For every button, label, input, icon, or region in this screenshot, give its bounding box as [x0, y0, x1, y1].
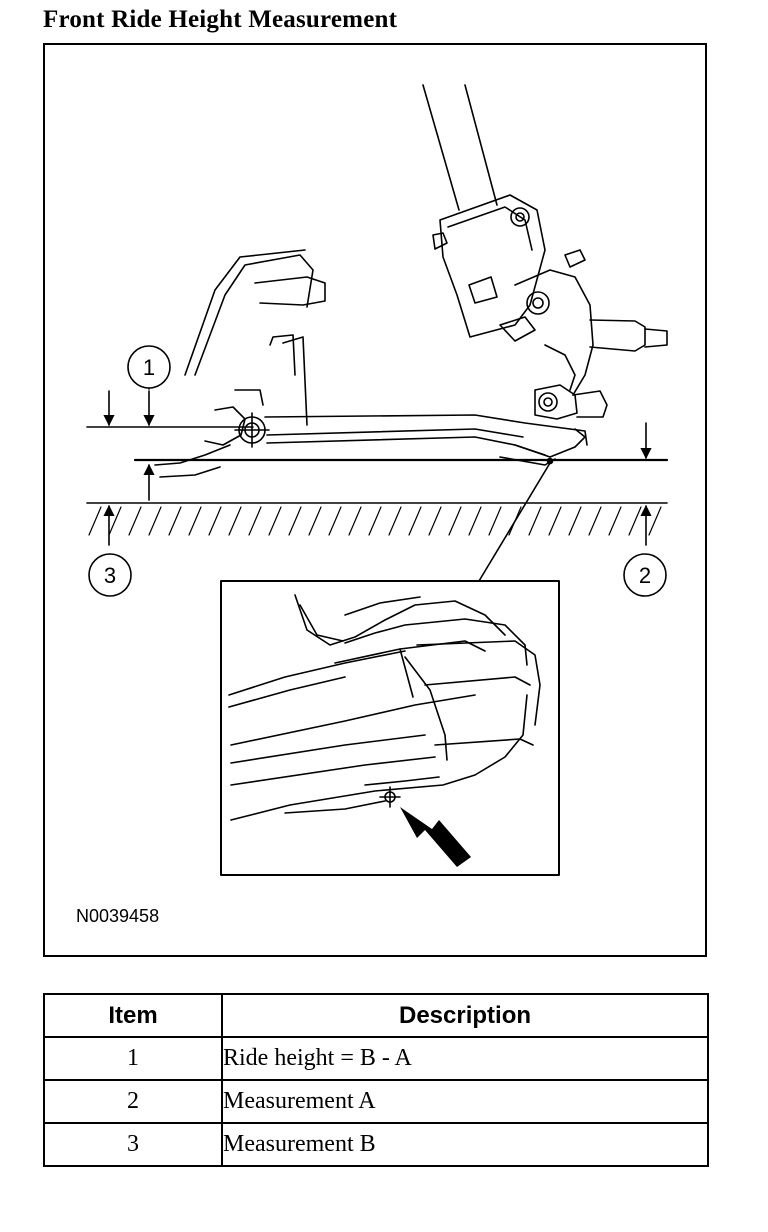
- callout-2: 2: [623, 553, 667, 597]
- legend-item-description: Ride height = B - A: [221, 1036, 709, 1081]
- suspension-drawing: 1 2 3: [86, 84, 669, 876]
- legend-item-number: 1: [43, 1036, 223, 1081]
- detail-inset: [220, 580, 560, 876]
- legend-header-item: Item: [43, 993, 223, 1038]
- svg-text:2: 2: [639, 563, 651, 588]
- callout-3: 3: [88, 553, 132, 597]
- legend-header-row: Item Description: [43, 993, 709, 1038]
- frame-bracket: [154, 249, 326, 478]
- legend-item-number: 3: [43, 1122, 223, 1167]
- pivot-bushing: [234, 412, 270, 448]
- legend-item-description: Measurement B: [221, 1122, 709, 1167]
- table-row: 3 Measurement B: [43, 1122, 709, 1167]
- ride-height-illustration: 1 2 3: [43, 43, 707, 957]
- strut-tube: [422, 84, 498, 211]
- svg-text:3: 3: [104, 563, 116, 588]
- legend-header-description: Description: [221, 993, 709, 1038]
- legend-item-number: 2: [43, 1079, 223, 1124]
- legend-table: Item Description 1 Ride height = B - A 2…: [43, 993, 709, 1167]
- table-row: 2 Measurement A: [43, 1079, 709, 1124]
- leader-line: [478, 462, 551, 582]
- steering-knuckle: [432, 194, 668, 420]
- page-title: Front Ride Height Measurement: [43, 6, 398, 33]
- callout-1: 1: [127, 345, 171, 389]
- figure-id: N0039458: [76, 906, 160, 926]
- ground-hatching: [88, 506, 662, 536]
- table-row: 1 Ride height = B - A: [43, 1036, 709, 1081]
- svg-text:1: 1: [143, 355, 155, 380]
- reference-lines: [86, 426, 669, 504]
- lower-control-arm: [264, 414, 588, 466]
- measurement-arrows: [103, 386, 652, 546]
- legend-item-description: Measurement A: [221, 1079, 709, 1124]
